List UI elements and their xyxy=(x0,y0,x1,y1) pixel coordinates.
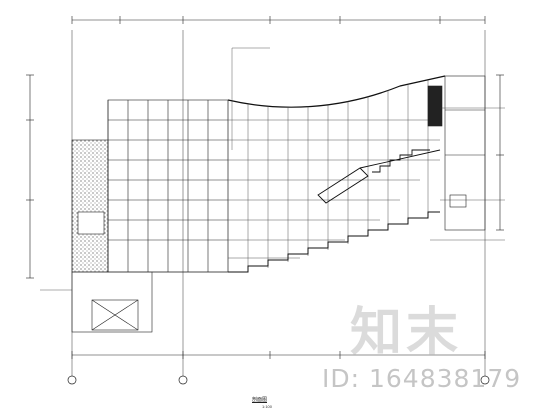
seating-steps xyxy=(228,211,440,273)
basement xyxy=(71,271,228,333)
auditorium-roof-curve xyxy=(227,75,446,108)
axis-bubbles xyxy=(67,375,490,385)
leader-lines xyxy=(40,47,505,291)
drawing-scale: 1:100 xyxy=(262,404,273,409)
left-wall-hatch xyxy=(71,139,109,273)
left-wall-box xyxy=(77,211,105,235)
top-dimension-line xyxy=(71,16,486,24)
drawing-title: 剖面图 xyxy=(252,397,268,403)
control-room xyxy=(427,75,486,231)
bottom-dimension-line xyxy=(71,351,486,359)
balcony xyxy=(317,149,441,204)
right-dimension-line xyxy=(496,74,504,231)
stage-tower xyxy=(107,99,229,273)
left-dimension-line xyxy=(26,74,34,279)
auditorium-grid xyxy=(227,80,440,272)
